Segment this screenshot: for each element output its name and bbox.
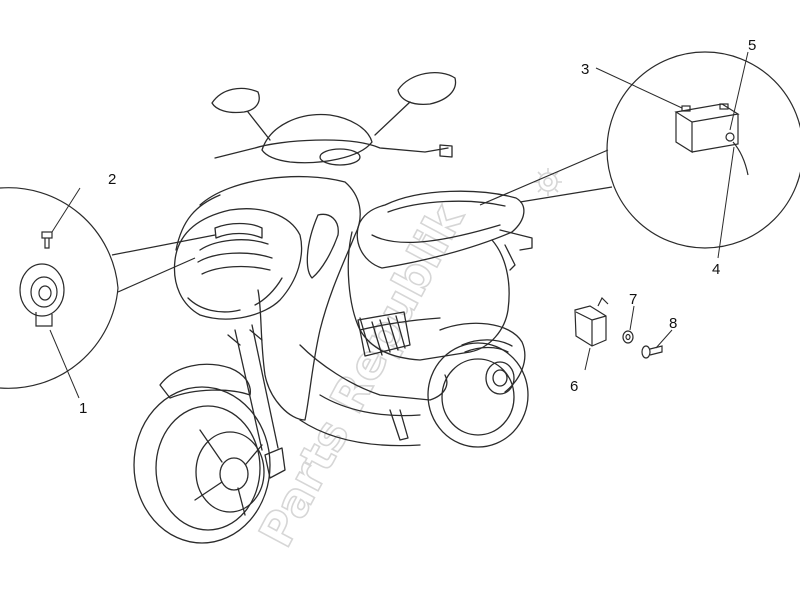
rear-fender bbox=[439, 322, 526, 393]
front-fork bbox=[234, 324, 279, 451]
handlebar-cover bbox=[261, 113, 373, 164]
callout-7: 7 bbox=[629, 291, 637, 308]
callouts: 1 2 3 4 5 6 7 8 bbox=[79, 37, 756, 417]
horn-detail-circle bbox=[0, 187, 119, 389]
leader-lines bbox=[49, 51, 749, 399]
callout-2: 2 bbox=[108, 171, 116, 188]
horn-detail bbox=[0, 187, 216, 389]
nose-cowl bbox=[173, 208, 303, 320]
screw-icon bbox=[641, 345, 663, 359]
rear-body-panel bbox=[347, 231, 510, 361]
front-side-vent bbox=[306, 213, 339, 279]
callout-4: 4 bbox=[712, 261, 720, 278]
callout-1: 1 bbox=[79, 400, 87, 417]
horn-bracket bbox=[35, 312, 53, 327]
battery-terminal-icon bbox=[725, 132, 749, 176]
watermark-text: Parts Republik bbox=[248, 194, 474, 555]
callout-6: 6 bbox=[570, 378, 578, 395]
washer-icon bbox=[622, 330, 634, 344]
side-grille bbox=[357, 311, 411, 357]
scooter-drawing bbox=[133, 72, 533, 544]
bolt-icon bbox=[41, 231, 53, 249]
watermark: Parts Republik bbox=[248, 194, 476, 557]
floorboard bbox=[299, 344, 448, 447]
left-mirror bbox=[211, 87, 260, 114]
horn-body bbox=[19, 263, 65, 317]
right-mirror bbox=[397, 72, 457, 106]
front-fender bbox=[159, 363, 251, 399]
callout-8: 8 bbox=[669, 315, 677, 332]
relay-icon bbox=[574, 296, 609, 347]
callout-3: 3 bbox=[581, 61, 589, 78]
rear-wheel bbox=[427, 342, 529, 448]
handlebar bbox=[214, 139, 449, 159]
front-body bbox=[199, 175, 361, 421]
front-wheel bbox=[133, 386, 271, 544]
rear-rack bbox=[499, 229, 533, 271]
watermark-gear-icon bbox=[534, 168, 562, 196]
battery-icon bbox=[674, 103, 740, 154]
callout-5: 5 bbox=[748, 37, 756, 54]
battery-detail bbox=[479, 51, 800, 249]
